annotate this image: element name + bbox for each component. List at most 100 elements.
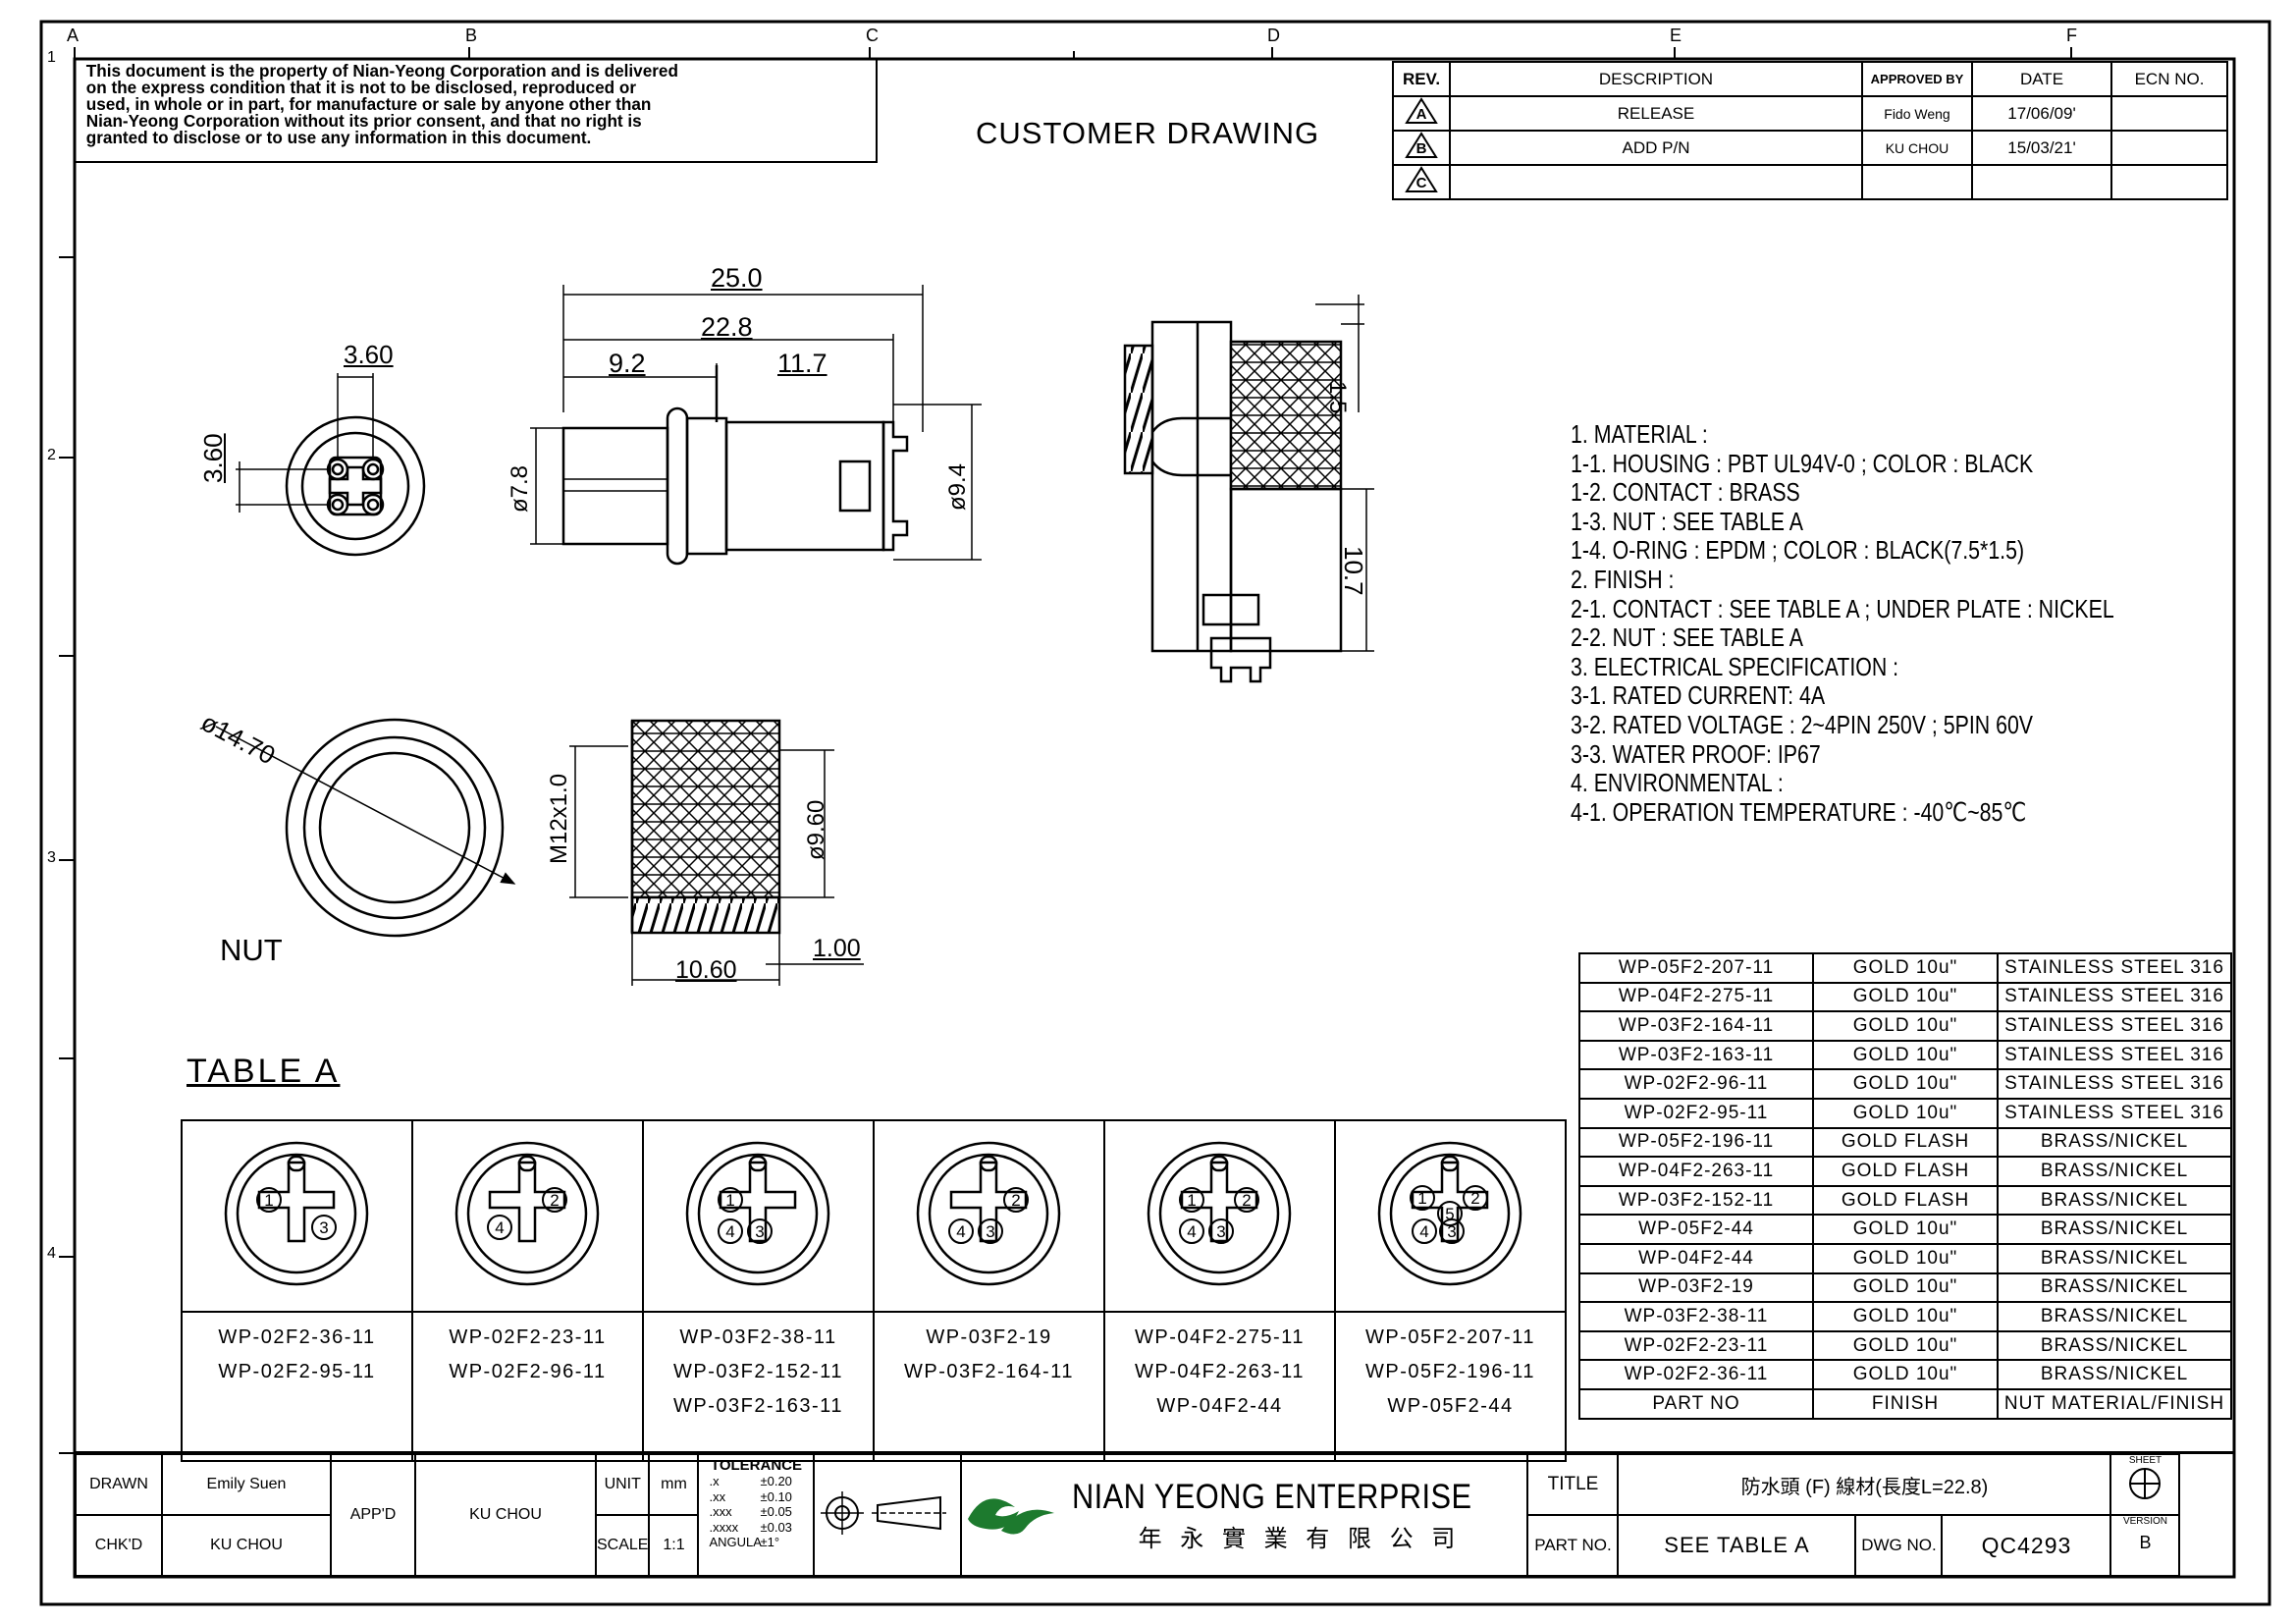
pinout-diagram: 13 bbox=[224, 1141, 369, 1286]
tolerance-value: ±0.10 bbox=[760, 1488, 792, 1504]
nut-material: BRASS/NICKEL bbox=[1997, 1242, 2232, 1274]
table-a-part-number: WP-02F2-95-11 bbox=[218, 1361, 376, 1382]
dim-front-length: 9.2 bbox=[609, 349, 646, 378]
grid-row-4: 4 bbox=[47, 1245, 56, 1262]
note-line: 2-2. NUT : SEE TABLE A bbox=[1571, 622, 1803, 653]
nut-material: STAINLESS STEEL 316 bbox=[1997, 1010, 2232, 1042]
grid-row-2: 2 bbox=[47, 447, 56, 463]
dim-pitch-v: 3.60 bbox=[198, 433, 228, 483]
finish: GOLD 10u" bbox=[1812, 1214, 1999, 1245]
drawing-title-value: 防水頭 (F) 線材(長度L=22.8) bbox=[1617, 1453, 2112, 1516]
tolerance-value: ±0.20 bbox=[760, 1474, 792, 1488]
tolerance-value: ±0.03 bbox=[760, 1519, 792, 1535]
tolerance-row: .xxx±0.05 bbox=[709, 1504, 813, 1520]
table-a-part-number: WP-03F2-164-11 bbox=[904, 1361, 1074, 1382]
part-number: WP-03F2-19 bbox=[1578, 1271, 1814, 1304]
pinout-diagram: 24 bbox=[454, 1141, 600, 1286]
table-a-part-number: WP-04F2-275-11 bbox=[1135, 1326, 1305, 1348]
rev-letter: A bbox=[1415, 106, 1427, 123]
dim-dia-7-8: ø7.8 bbox=[507, 464, 533, 513]
specification-notes: 1. MATERIAL : 1-1. HOUSING : PBT UL94V-0… bbox=[1571, 419, 2114, 827]
dim-nut-thread: M12x1.0 bbox=[546, 773, 572, 864]
nut-material: STAINLESS STEEL 316 bbox=[1997, 1068, 2232, 1100]
rev-letter: B bbox=[1415, 140, 1427, 157]
chkd-by: KU CHOU bbox=[161, 1514, 332, 1577]
note-line: 3. ELECTRICAL SPECIFICATION : bbox=[1571, 651, 1899, 681]
nut-material: BRASS/NICKEL bbox=[1997, 1359, 2232, 1390]
pin-number: 2 bbox=[550, 1191, 559, 1210]
pin-number: 1 bbox=[1187, 1191, 1196, 1210]
nut-label: NUT bbox=[220, 933, 283, 967]
pin-number: 3 bbox=[319, 1218, 328, 1237]
dim-rear-length: 11.7 bbox=[777, 349, 828, 378]
pin-number: 3 bbox=[986, 1222, 994, 1241]
unit-value: mm bbox=[648, 1453, 700, 1516]
tolerance-title: TOLERANCE bbox=[710, 1457, 802, 1474]
dim-side-10-7: 10.7 bbox=[1339, 546, 1368, 596]
rev-triangle-c: C bbox=[1392, 164, 1451, 200]
table-a-part-number: WP-03F2-38-11 bbox=[679, 1326, 837, 1348]
note-line: 1-2. CONTACT : BRASS bbox=[1571, 477, 1800, 508]
part-number: WP-05F2-196-11 bbox=[1578, 1126, 1814, 1159]
nut-material: BRASS/NICKEL bbox=[1997, 1156, 2232, 1187]
projection-icon bbox=[821, 1490, 947, 1535]
tolerance-value: ±0.05 bbox=[760, 1504, 792, 1519]
dwgno-label: DWG NO. bbox=[1854, 1514, 1944, 1577]
finish: GOLD FLASH bbox=[1812, 1184, 1999, 1217]
unit-label: UNIT bbox=[594, 1453, 651, 1516]
note-line: 4. ENVIRONMENTAL : bbox=[1571, 768, 1784, 798]
rev-ecn bbox=[2110, 130, 2228, 166]
rev-date bbox=[1971, 164, 2112, 200]
partno-label: PART NO. bbox=[1526, 1514, 1620, 1577]
grid-col-c: C bbox=[866, 26, 879, 45]
tolerance-box: TOLERANCE .x±0.20.xx±0.10.xxx±0.05.xxxx±… bbox=[697, 1453, 816, 1577]
company-name-cn: 年 永 實 業 有 限 公 司 bbox=[1138, 1525, 1462, 1552]
finish: GOLD 10u" bbox=[1812, 1242, 1999, 1274]
grid-col-d: D bbox=[1267, 26, 1280, 45]
grid-col-f: F bbox=[2066, 26, 2077, 45]
table-a-part-number: WP-05F2-207-11 bbox=[1365, 1326, 1535, 1348]
rev-ecn bbox=[2110, 164, 2228, 200]
grid-col-b: B bbox=[465, 26, 478, 45]
rev-letter: C bbox=[1415, 175, 1427, 191]
version-cell: VERSION B bbox=[2109, 1514, 2181, 1577]
title-block-top-line bbox=[75, 1451, 2234, 1454]
dwgno-value: QC4293 bbox=[1941, 1514, 2112, 1577]
finish: GOLD 10u" bbox=[1812, 1271, 1999, 1304]
table-a-part-number: WP-02F2-23-11 bbox=[449, 1326, 607, 1348]
pin-number: 3 bbox=[1447, 1222, 1456, 1241]
part-number: WP-05F2-207-11 bbox=[1578, 952, 1814, 984]
drawing-title: CUSTOMER DRAWING bbox=[976, 116, 1320, 150]
note-line: 3-2. RATED VOLTAGE : 2~4PIN 250V ; 5PIN … bbox=[1571, 709, 2034, 739]
right-view bbox=[1123, 295, 1374, 683]
finish: GOLD 10u" bbox=[1812, 981, 1999, 1013]
nut-material: BRASS/NICKEL bbox=[1997, 1329, 2232, 1362]
sheet-cell: SHEET bbox=[2109, 1453, 2181, 1516]
pin-number: 4 bbox=[956, 1222, 965, 1241]
pin-number: 1 bbox=[1417, 1189, 1426, 1208]
nut-front-view bbox=[215, 718, 516, 938]
note-line: 2. FINISH : bbox=[1571, 564, 1675, 594]
appd-by: KU CHOU bbox=[414, 1453, 597, 1577]
finish: GOLD 10u" bbox=[1812, 1039, 1999, 1071]
dim-nut-wall: 1.00 bbox=[813, 935, 861, 962]
nut-section-view bbox=[569, 719, 864, 986]
pin-number: 5 bbox=[1445, 1205, 1454, 1223]
scale-value: 1:1 bbox=[648, 1514, 700, 1577]
part-number: WP-02F2-96-11 bbox=[1578, 1068, 1814, 1100]
table-a-part-number: WP-02F2-96-11 bbox=[449, 1361, 607, 1382]
rev-triangle-b: B bbox=[1392, 130, 1451, 166]
partno-value: SEE TABLE A bbox=[1617, 1514, 1857, 1577]
